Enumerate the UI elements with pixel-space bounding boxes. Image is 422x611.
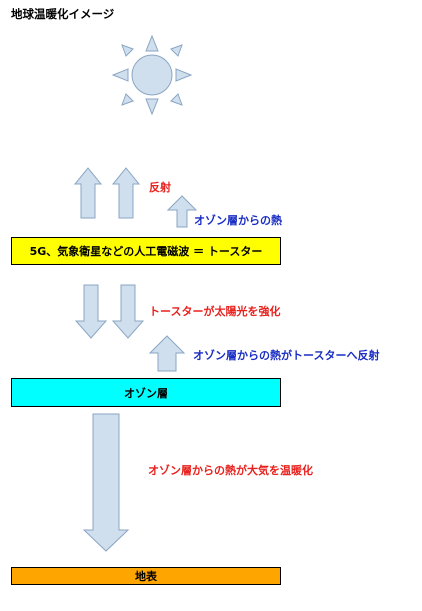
toaster-arrow-down-right: [111, 284, 145, 339]
reflect-arrow-up-left: [73, 167, 103, 219]
toaster-box: 5G、気象衛星などの人工電磁波 ＝ トースター: [11, 237, 281, 265]
ozone-heat-arrow-up: [148, 335, 186, 372]
ground-box: 地表: [11, 567, 281, 585]
sun-icon: [111, 34, 193, 116]
reflect-label: 反射: [149, 181, 171, 194]
ozone-heat-label: オゾン層からの熱: [194, 214, 282, 227]
ozone-warms-air-label: オゾン層からの熱が大気を温暖化: [148, 464, 313, 477]
ozone-box: オゾン層: [11, 378, 281, 407]
toaster-arrow-down-left: [74, 284, 108, 339]
ozone-warm-arrow-down: [82, 413, 130, 552]
diagram-title: 地球温暖化イメージ: [11, 7, 115, 21]
ozone-heat-reflect-label: オゾン層からの熱がトースターへ反射: [193, 349, 380, 362]
toaster-strengthens-label: トースターが太陽光を強化: [149, 305, 281, 318]
ozone-heat-arrow-up-small: [166, 195, 198, 228]
reflect-arrow-up-right: [111, 167, 141, 219]
